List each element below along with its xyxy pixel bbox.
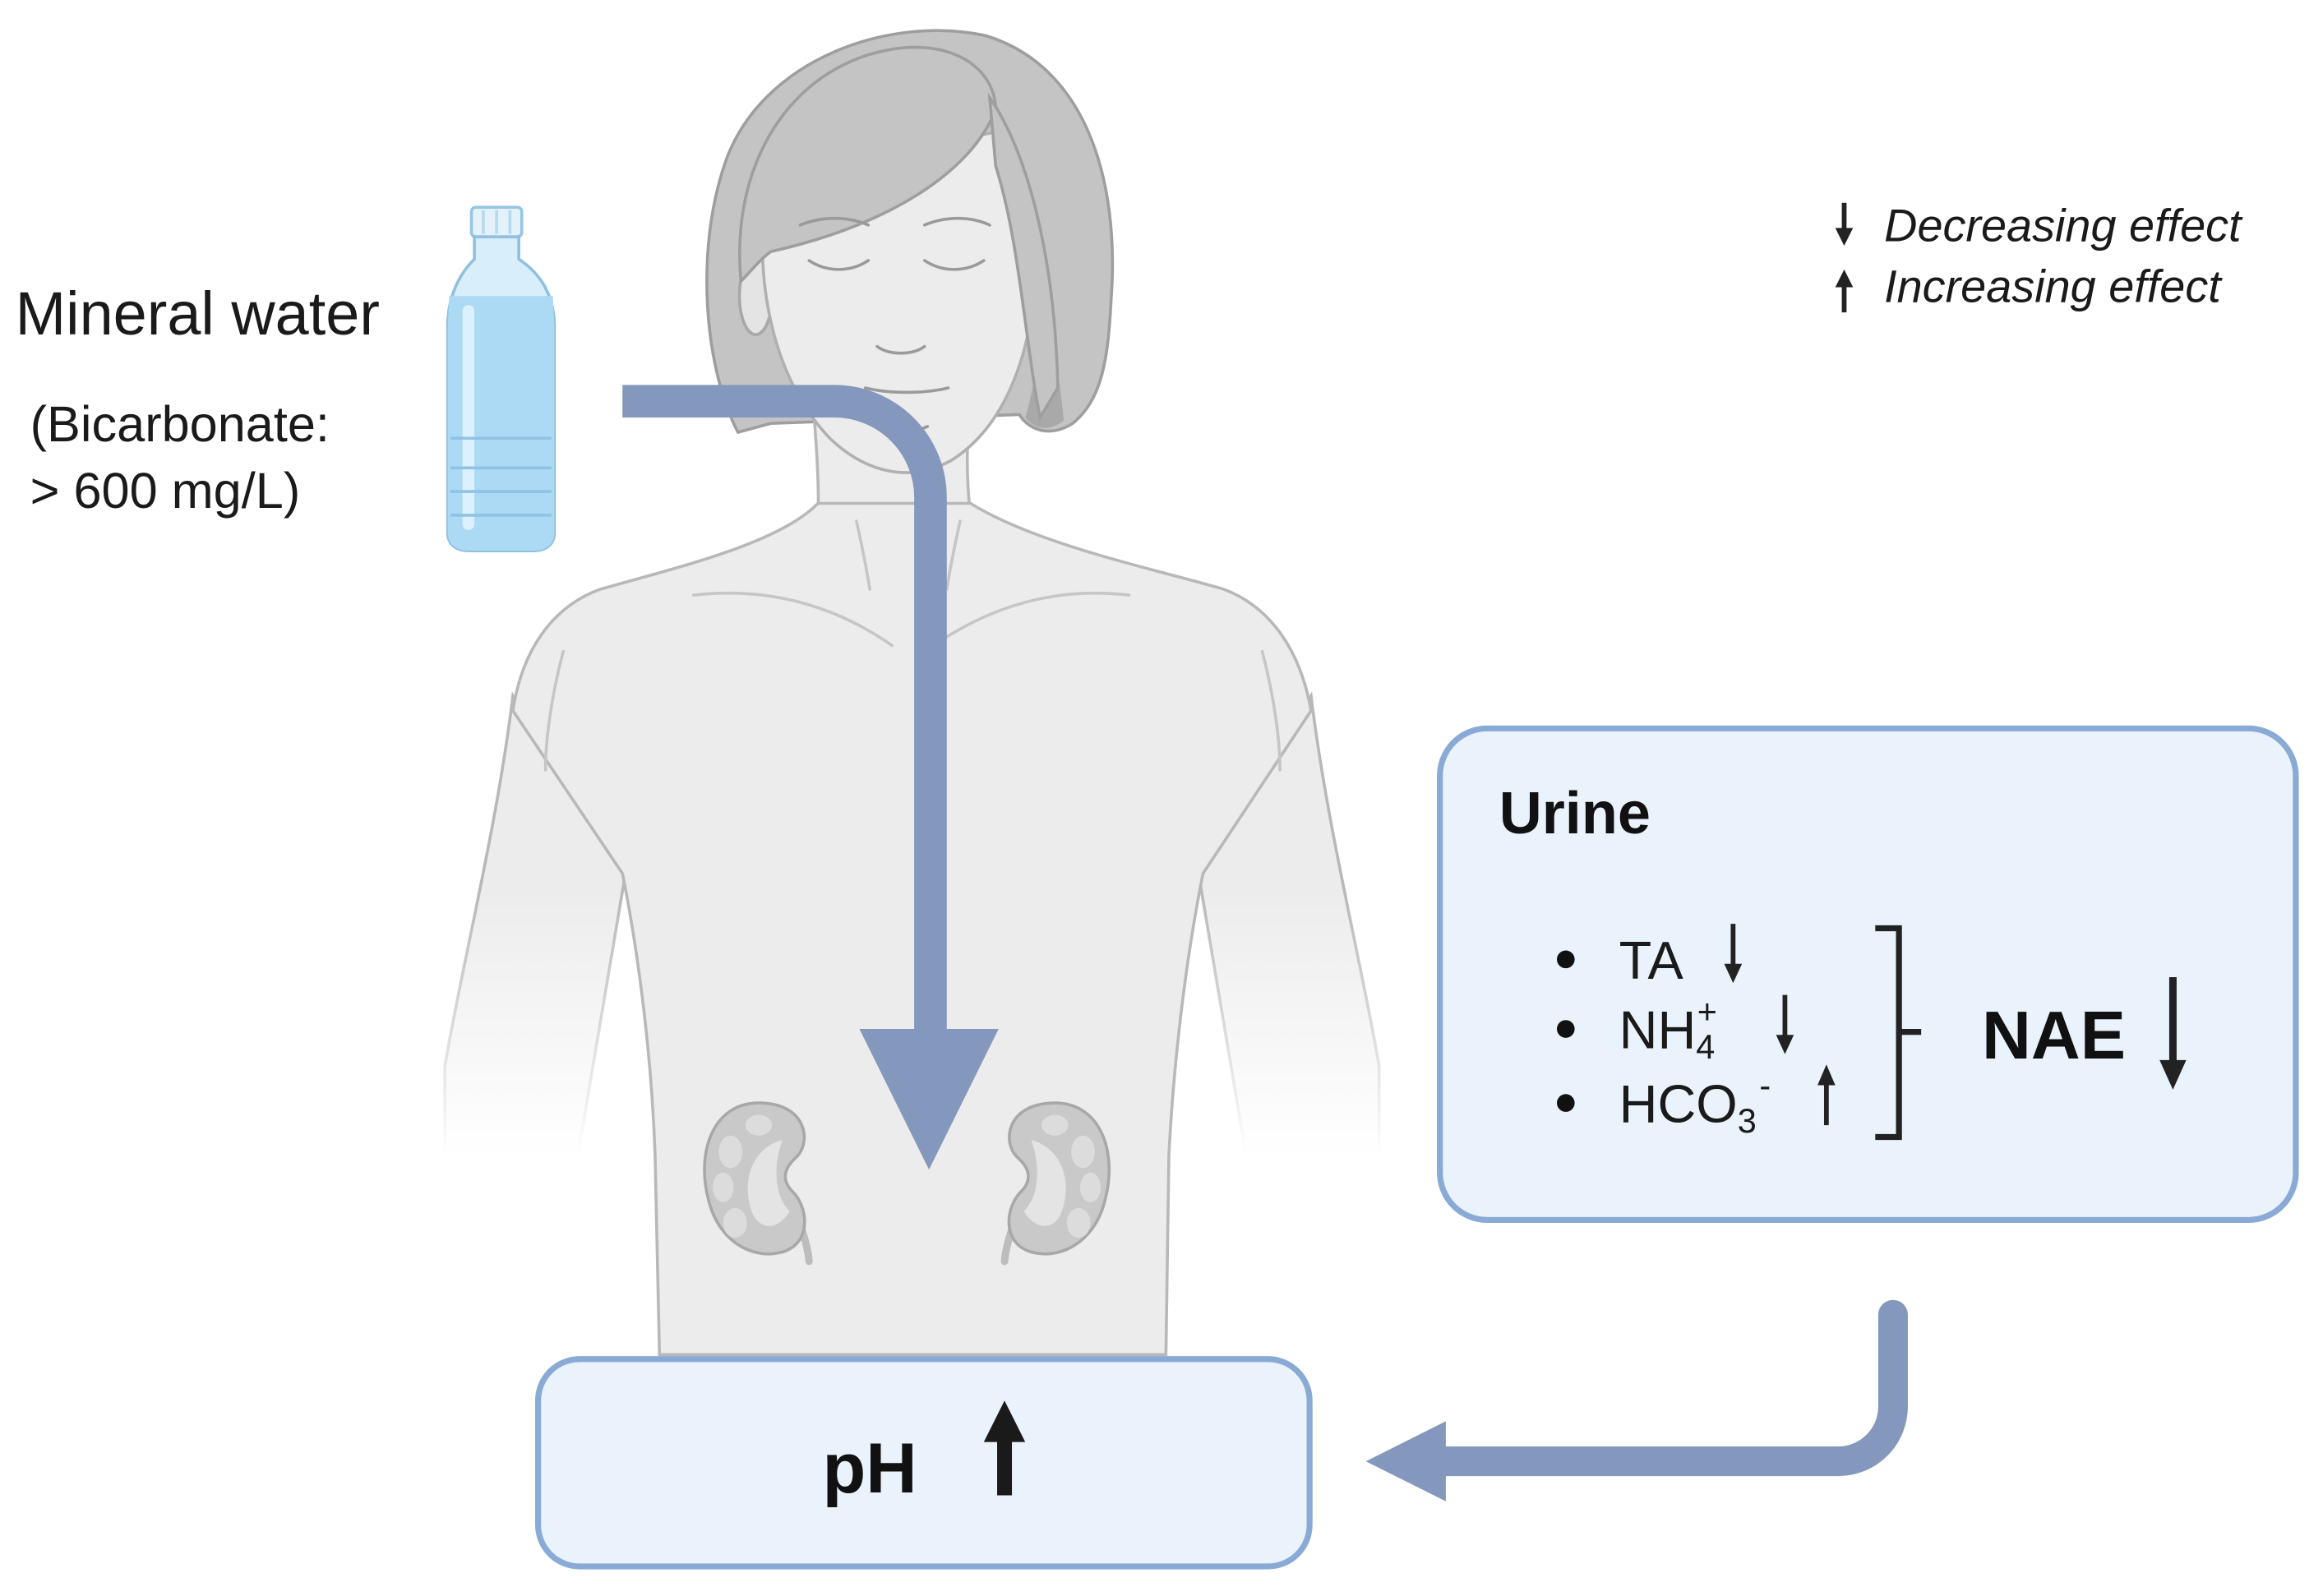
left-kidney [703, 1101, 813, 1266]
feedback-flow-arrow [1365, 1299, 1908, 1501]
right-eyebrow [922, 216, 991, 227]
arrow-up-icon [1817, 1064, 1836, 1126]
left-shoulder-line [543, 649, 566, 772]
woman-figure [443, 29, 1381, 1357]
legend: Decreasing effect Increasing effect [1835, 200, 2243, 313]
right-shoulder-line [1260, 649, 1282, 772]
nose [875, 344, 926, 355]
legend-decreasing-label: Decreasing effect [1884, 200, 2243, 251]
ph-label: pH [822, 1429, 917, 1508]
urine-item-ammonium: NH4+ [1619, 992, 1717, 1066]
arrow-up-icon [1835, 269, 1854, 313]
bullet [1556, 1020, 1575, 1038]
urine-item-bicarbonate: HCO3- [1619, 1066, 1771, 1140]
bullet [1556, 1094, 1575, 1112]
neck-line-right [944, 519, 962, 591]
legend-increasing-label: Increasing effect [1884, 261, 2223, 312]
hair-strand-right [987, 92, 1060, 422]
left-collarbone [691, 591, 894, 648]
nae-label: NAE [1982, 997, 2126, 1073]
arrow-down-icon [1724, 924, 1743, 984]
urine-box: Urine TA NH4+ HCO3- NAE [1437, 725, 2299, 1224]
torso [511, 501, 1313, 1357]
ph-box: pH [534, 1356, 1313, 1570]
grouping-bracket [1875, 925, 1922, 1141]
left-eyebrow [798, 216, 871, 227]
arrow-down-icon [1835, 202, 1854, 247]
arrow-up-icon [983, 1400, 1026, 1496]
mineral-water-label: Mineral water [16, 279, 380, 348]
right-eye-closed [922, 259, 986, 271]
arrow-down-icon [1776, 994, 1794, 1054]
bicarbonate-line-1: (Bicarbonate: [30, 396, 330, 452]
urine-title: Urine [1499, 781, 1651, 846]
right-collarbone [931, 591, 1131, 648]
bullet [1556, 950, 1575, 969]
left-eye-closed [807, 259, 871, 271]
arrow-down-icon [2159, 976, 2187, 1090]
right-kidney [1000, 1101, 1111, 1266]
water-bottle-icon [446, 205, 557, 552]
neck-line-left [855, 519, 871, 591]
urine-item-ta: TA [1619, 930, 1684, 990]
intake-flow-arrow [622, 385, 999, 1170]
mouth [863, 386, 950, 394]
bicarbonate-line-2: > 600 mg/L) [30, 463, 301, 519]
